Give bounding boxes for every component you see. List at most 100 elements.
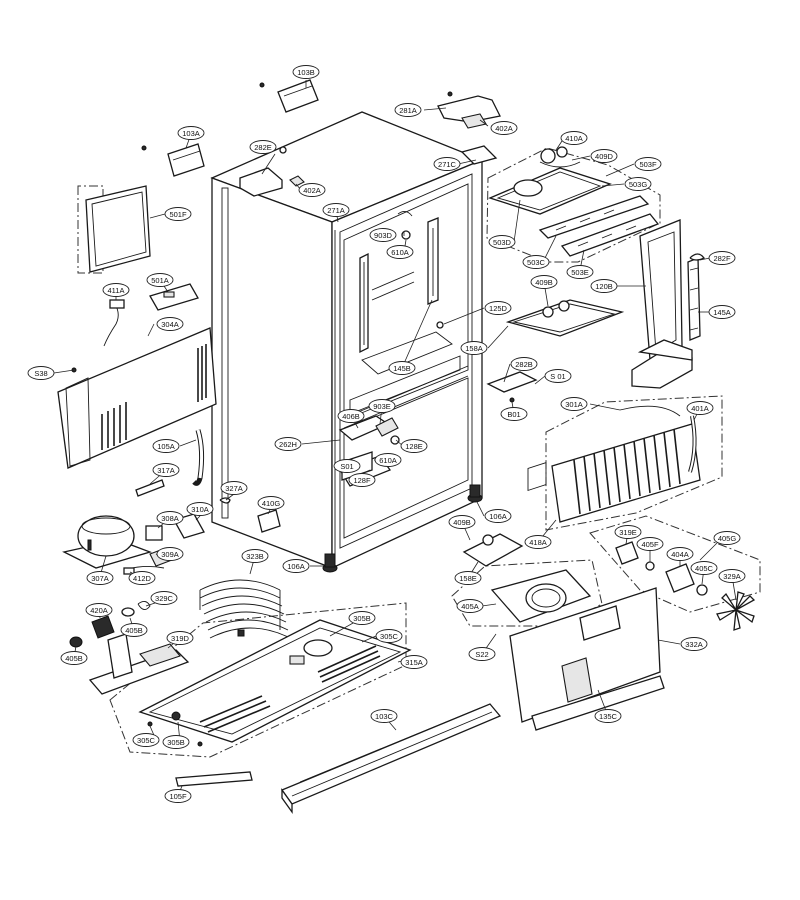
callout-323b: 323B	[241, 549, 269, 563]
callout-281a: 281A	[394, 103, 422, 117]
callout-bubble	[490, 121, 518, 135]
callout-label: 103B	[297, 68, 315, 77]
callout-label: 262H	[279, 440, 297, 449]
callout-103b: 103B	[292, 65, 320, 79]
callout-410g: 410G	[257, 496, 285, 510]
callout-105a: 105A	[152, 439, 180, 453]
callout-405c: 405C	[690, 561, 718, 575]
callout-304a: 304A	[156, 317, 184, 331]
callout-bubble	[433, 157, 461, 171]
callout-bubble	[156, 511, 184, 525]
callout-bubble	[460, 341, 488, 355]
callout-bubble	[394, 103, 422, 117]
callout-bubble	[488, 235, 516, 249]
heater-401A	[688, 415, 697, 473]
rear-panel-332A	[509, 461, 665, 731]
callout-bubble	[560, 131, 588, 145]
callout-404a: 404A	[666, 547, 694, 561]
callout-label: 135C	[599, 712, 618, 721]
callout-label: 411A	[108, 286, 125, 295]
callout-503c: 503C	[522, 255, 550, 269]
bracket-282B	[486, 371, 538, 403]
callout-label: 309A	[161, 550, 179, 559]
callout-bubble	[388, 361, 416, 375]
callout-label: 327A	[225, 484, 243, 493]
callout-label: 106A	[489, 512, 507, 521]
callout-label: 158E	[459, 574, 477, 583]
callout-label: 501F	[169, 210, 187, 219]
callout-503f: 503F	[634, 157, 662, 171]
callout-label: 105A	[157, 442, 175, 451]
callout-128e: 128E	[400, 439, 428, 453]
callout-405a: 405A	[456, 599, 484, 613]
drain-tube-317A	[135, 479, 165, 497]
clip-282F	[689, 253, 705, 261]
callout-label: 310A	[191, 505, 209, 514]
callout-bubble	[690, 561, 718, 575]
callout-bubble	[166, 631, 194, 645]
strip-105F	[175, 771, 253, 787]
callout-410a: 410A	[560, 131, 588, 145]
machine-cover-304A	[57, 327, 217, 469]
callout-label: 405B	[65, 654, 83, 663]
callout-bubble	[708, 305, 736, 319]
callout-label: 271A	[327, 206, 345, 215]
callout-409b-low: 409B	[448, 515, 476, 529]
callout-label: 405A	[461, 602, 479, 611]
vent-cover-503C	[538, 195, 650, 239]
right-hinge-plate	[460, 145, 498, 165]
callout-label: 401A	[691, 404, 709, 413]
callout-label: 145B	[393, 364, 411, 373]
callout-bubble	[400, 439, 428, 453]
callout-bubble	[150, 591, 178, 605]
callout-418a: 418A	[524, 535, 552, 549]
wire-harness-411A	[103, 299, 125, 347]
callout-bubble	[484, 301, 512, 315]
callout-bubble	[708, 251, 736, 265]
callout-label: 308A	[161, 514, 179, 523]
callout-label: 305C	[380, 632, 399, 641]
callout-s38: S38	[27, 366, 55, 380]
callout-903d: 903D	[369, 228, 397, 242]
callout-128f: 128F	[348, 473, 376, 487]
callout-label: 281A	[399, 106, 417, 115]
top-hinge-bracket	[239, 146, 305, 197]
callout-409d: 409D	[590, 149, 618, 163]
leveling-leg-right	[467, 484, 483, 503]
sensor-small-parts	[397, 211, 444, 329]
callout-106a-right: 106A	[484, 509, 512, 523]
shelf-158A	[505, 299, 625, 337]
callout-bubble	[86, 571, 114, 585]
callout-label: 610A	[379, 456, 397, 465]
top-hinge-assembly	[437, 91, 501, 129]
callout-610a-top: 610A	[386, 245, 414, 259]
callout-327a: 327A	[220, 481, 248, 495]
callout-label: 305B	[353, 614, 371, 623]
callout-bubble	[348, 611, 376, 625]
callout-label: 503C	[527, 258, 546, 267]
hinge-cover-top	[259, 79, 319, 113]
callout-bubble	[186, 502, 214, 516]
callout-bubble	[594, 709, 622, 723]
callout-145b: 145B	[388, 361, 416, 375]
callout-b01: B01	[500, 407, 528, 421]
group-boundary-evaporator	[545, 395, 723, 531]
fan-bracket-319D	[88, 633, 190, 695]
callout-bubble	[500, 407, 528, 421]
callout-label: 323B	[246, 552, 264, 561]
callout-label: 128E	[405, 442, 423, 451]
callout-bubble	[454, 571, 482, 585]
group-boundary-fan-motor	[589, 515, 761, 613]
callout-903e: 903E	[368, 399, 396, 413]
callout-501a: 501A	[146, 273, 174, 287]
callout-label: 128F	[353, 476, 371, 485]
callout-label: 158A	[465, 344, 483, 353]
callout-label: 406B	[342, 412, 360, 421]
callout-bubble	[680, 637, 708, 651]
callout-bubble	[522, 255, 550, 269]
callout-s22: S22	[468, 647, 496, 661]
callout-s01-right: S 01	[544, 369, 572, 383]
callout-bubble	[369, 228, 397, 242]
callout-label: 409D	[595, 152, 614, 161]
